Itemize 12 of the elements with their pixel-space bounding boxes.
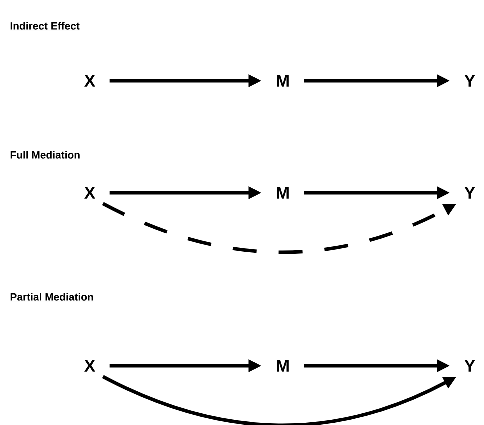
variable-label: Y <box>464 187 476 199</box>
variable-label: M <box>277 187 289 199</box>
variable-label: X <box>84 75 96 87</box>
variable-label: M <box>277 360 289 372</box>
variable-label: M <box>277 75 289 87</box>
variable-label: Y <box>464 75 476 87</box>
variable-label: X <box>84 187 96 199</box>
section-heading: Indirect Effect <box>10 22 80 32</box>
variable-label: Y <box>464 360 476 372</box>
variable-label: X <box>84 360 96 372</box>
section-heading: Partial Mediation <box>10 293 94 302</box>
section-heading: Full Mediation <box>10 151 81 160</box>
